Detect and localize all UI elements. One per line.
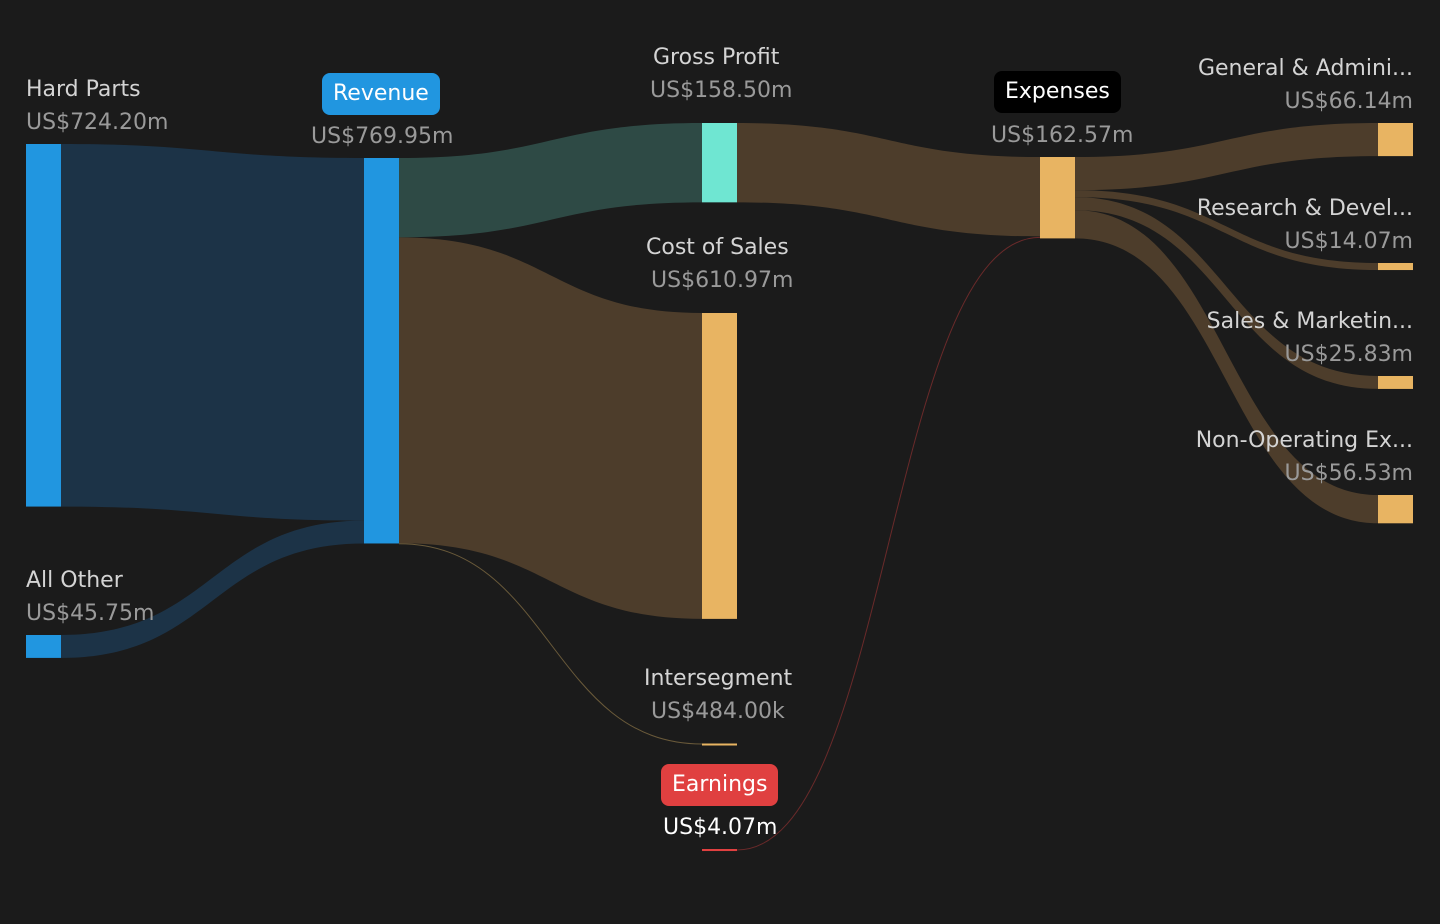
node-bar-rd bbox=[1378, 263, 1413, 271]
flow-expenses-to-rd bbox=[1075, 190, 1378, 271]
node-value-intersegment: US$484.00k bbox=[651, 699, 785, 724]
flow-expenses-to-sm bbox=[1075, 197, 1378, 389]
flow-expenses-to-ga bbox=[1075, 123, 1378, 191]
node-label-hard-parts: Hard Parts bbox=[26, 77, 141, 102]
flow-revenue-to-cost_of_sales bbox=[399, 237, 702, 619]
node-bar-expenses bbox=[1040, 157, 1075, 239]
node-bar-gross-profit bbox=[702, 123, 737, 203]
node-label-sales-marketing: Sales & Marketin... bbox=[1206, 309, 1413, 334]
node-value-general-admin: US$66.14m bbox=[1284, 89, 1413, 114]
node-value-earnings: US$4.07m bbox=[663, 815, 778, 840]
node-label-gross-profit: Gross Profit bbox=[653, 45, 780, 70]
node-value-research-development: US$14.07m bbox=[1284, 229, 1413, 254]
flow-hard_parts-to-revenue bbox=[61, 144, 364, 521]
flow-revenue-to-gross_profit bbox=[399, 123, 702, 238]
node-bar-intersegment bbox=[702, 743, 737, 746]
node-bar-all-other bbox=[26, 635, 61, 658]
node-value-non-operating: US$56.53m bbox=[1284, 461, 1413, 486]
flow-earnings-to-expenses bbox=[736, 236, 1041, 851]
node-value-revenue: US$769.95m bbox=[311, 124, 454, 149]
node-value-all-other: US$45.75m bbox=[26, 601, 155, 626]
node-value-hard-parts: US$724.20m bbox=[26, 110, 169, 135]
node-value-expenses: US$162.57m bbox=[991, 123, 1134, 148]
flow-expenses-to-nonop bbox=[1075, 210, 1378, 524]
node-label-intersegment: Intersegment bbox=[644, 666, 793, 691]
node-label-expenses: Expenses bbox=[994, 71, 1121, 113]
node-value-sales-marketing: US$25.83m bbox=[1284, 342, 1413, 367]
node-bar-hard-parts bbox=[26, 144, 61, 507]
node-label-research-development: Research & Devel... bbox=[1196, 196, 1413, 221]
node-bar-earnings bbox=[702, 849, 737, 852]
node-bar-ga bbox=[1378, 123, 1413, 157]
flow-revenue-to-intersegment bbox=[398, 543, 703, 745]
node-label-all-other: All Other bbox=[26, 568, 123, 593]
node-label-revenue: Revenue bbox=[322, 73, 440, 115]
node-value-cost-of-sales: US$610.97m bbox=[651, 268, 794, 293]
flow-all_other-to-revenue bbox=[61, 520, 364, 658]
node-bar-sm bbox=[1378, 376, 1413, 389]
node-bar-nonop bbox=[1378, 495, 1413, 524]
node-bar-cost-of-sales bbox=[702, 313, 737, 619]
node-label-cost-of-sales: Cost of Sales bbox=[646, 235, 789, 260]
node-label-non-operating: Non-Operating Ex... bbox=[1195, 428, 1413, 453]
node-bar-revenue bbox=[364, 158, 399, 544]
node-value-gross-profit: US$158.50m bbox=[650, 78, 793, 103]
node-label-general-admin: General & Admini... bbox=[1197, 56, 1413, 81]
flow-gross_profit-to-expenses bbox=[737, 123, 1040, 237]
node-label-earnings: Earnings bbox=[661, 764, 779, 806]
